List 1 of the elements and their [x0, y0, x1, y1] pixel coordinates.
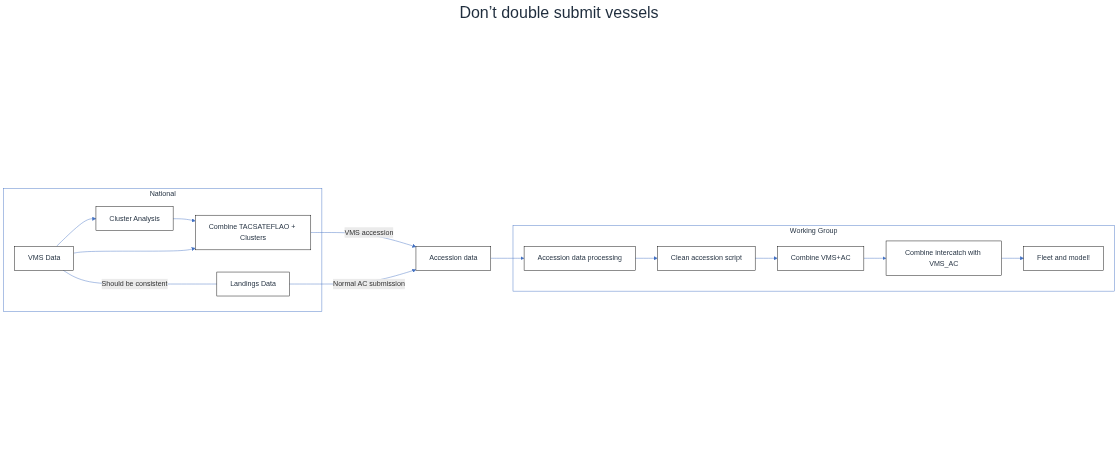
note-text: Don’t double submit vessels — [459, 4, 659, 21]
